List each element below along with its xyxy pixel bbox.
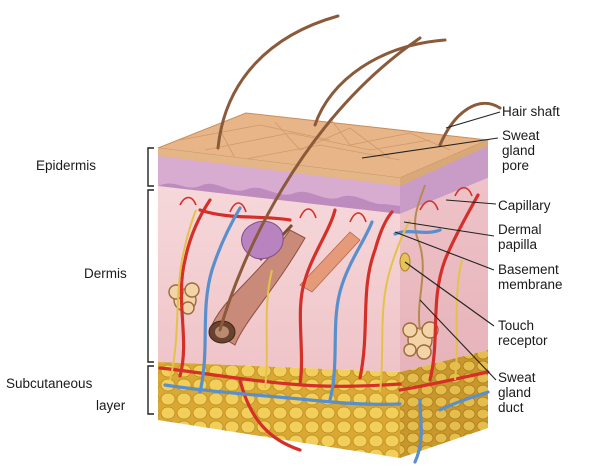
label-basement-membrane-2: membrane	[498, 277, 563, 292]
label-subcutaneous-layer: layer	[96, 398, 125, 413]
label-dermal-papilla: Dermal papilla	[498, 222, 542, 252]
left-brackets	[148, 148, 154, 414]
label-sweat-gland-pore-2: gland	[502, 143, 540, 158]
label-sweat-gland-duct-3: duct	[498, 400, 536, 415]
label-sweat-gland-pore-3: pore	[502, 158, 540, 173]
label-epidermis: Epidermis	[36, 158, 96, 173]
label-sweat-gland-duct: Sweat gland duct	[498, 370, 536, 415]
label-dermal-papilla-2: papilla	[498, 237, 542, 252]
label-basement-membrane: Basement membrane	[498, 262, 563, 292]
label-touch-receptor: Touch receptor	[498, 318, 548, 348]
label-touch-receptor-1: Touch	[498, 318, 548, 333]
label-dermal-papilla-1: Dermal	[498, 222, 542, 237]
label-hair-shaft: Hair shaft	[502, 104, 560, 119]
label-sweat-gland-duct-1: Sweat	[498, 370, 536, 385]
label-capillary: Capillary	[498, 198, 551, 213]
label-dermis: Dermis	[84, 266, 127, 281]
label-sweat-gland-duct-2: gland	[498, 385, 536, 400]
label-touch-receptor-2: receptor	[498, 333, 548, 348]
subcutaneous-front	[158, 362, 400, 458]
label-sweat-gland-pore: Sweat gland pore	[502, 128, 540, 173]
label-subcutaneous: Subcutaneous	[6, 376, 92, 391]
label-basement-membrane-1: Basement	[498, 262, 563, 277]
label-sweat-gland-pore-1: Sweat	[502, 128, 540, 143]
